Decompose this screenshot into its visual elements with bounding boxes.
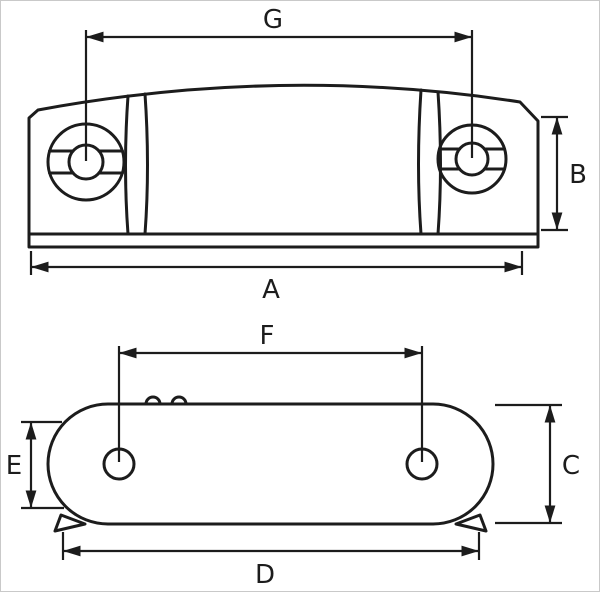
front-view-right-divider-b: [436, 90, 442, 236]
front-view-right-slot-lines: [438, 147, 506, 171]
plan-view-left-foot-tab: [53, 513, 87, 533]
front-view-left-divider-b: [143, 92, 149, 236]
dimension-label-b: B: [569, 160, 587, 190]
front-view-body-outline: [27, 83, 540, 249]
dimension-label-a: A: [262, 275, 280, 305]
front-view-left-divider-a: [124, 94, 130, 236]
front-view-right-divider-a: [417, 88, 423, 236]
front-view-left-slot-lines: [48, 149, 124, 175]
dimension-label-f: F: [260, 321, 275, 351]
dimension-label-c: C: [562, 451, 580, 481]
plan-view-right-foot-tab: [454, 513, 488, 533]
front-view: [27, 83, 540, 249]
dimension-label-g: G: [263, 5, 283, 35]
plan-view-clip-bump-a: [144, 395, 162, 406]
dimension-label-e: E: [6, 451, 22, 481]
front-view-dimensions: G A B: [29, 5, 587, 305]
plan-view: [46, 395, 495, 533]
plan-view-clip-bump-b: [170, 395, 188, 406]
plan-view-baseplate-outline: [46, 402, 495, 526]
plan-view-dimensions: F E C D: [6, 321, 580, 590]
dimension-label-d: D: [255, 560, 275, 590]
